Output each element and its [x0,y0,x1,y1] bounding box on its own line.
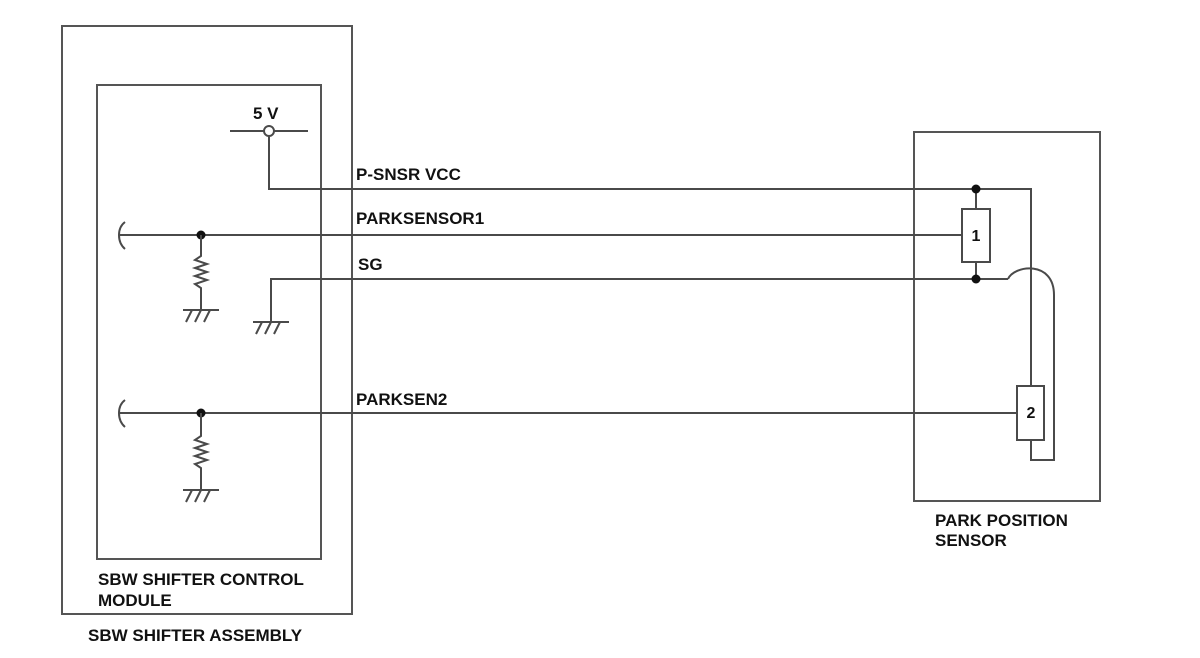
junction-dot [971,274,981,284]
wire-label-vcc: P-SNSR VCC [356,165,461,184]
wire-park2: PARKSEN2 [118,390,1017,503]
module-label-line1: SBW SHIFTER CONTROL [98,570,304,589]
wire-sg: SG [253,255,1055,335]
control-module-box [96,84,322,560]
park-sensor-box [913,131,1101,502]
junction-dot [971,184,981,194]
sensor-label-line2: SENSOR [935,531,1007,550]
shifter-assembly-box [61,25,353,615]
wire-park1: PARKSENSOR1 [118,209,962,323]
sensor-element-1: 1 [961,208,991,263]
voltage-label: 5 V [253,104,279,123]
sensor-label-line1: PARK POSITION [935,511,1068,530]
svg-text:1: 1 [972,228,981,245]
wire-label-park2: PARKSEN2 [356,390,447,409]
wire-vcc: P-SNSR VCC [268,136,1055,461]
wire-label-sg: SG [358,255,383,274]
module-label-line2: MODULE [98,591,172,610]
svg-text:2: 2 [1027,405,1036,422]
assembly-label: SBW SHIFTER ASSEMBLY [88,626,303,645]
sensor-element-2: 2 [1016,385,1045,441]
wire-label-park1: PARKSENSOR1 [356,209,484,228]
supply-5v: 5 V [230,104,308,137]
